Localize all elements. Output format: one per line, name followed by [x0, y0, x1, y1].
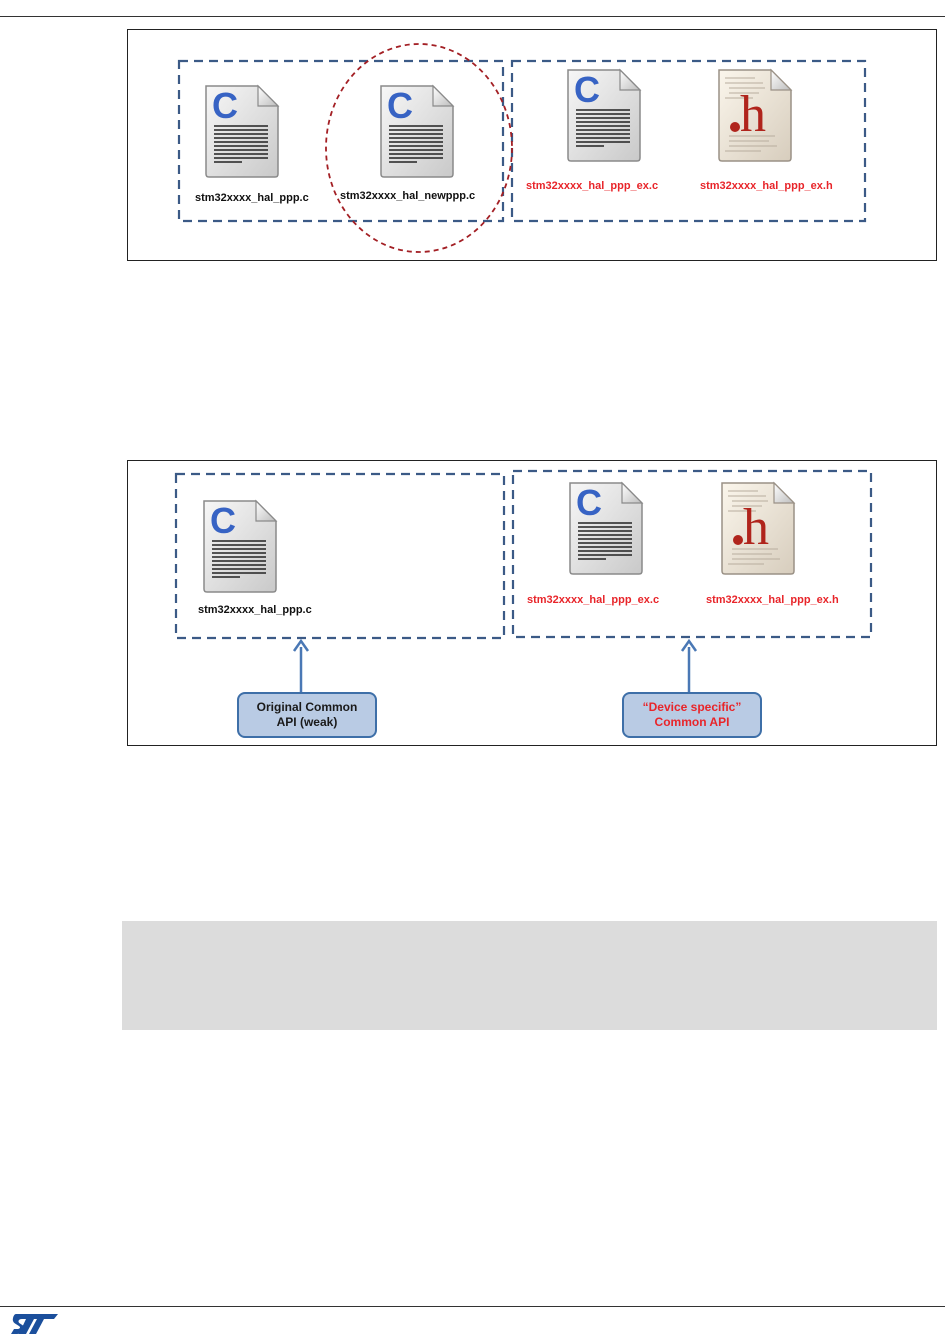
file-label: stm32xxxx_hal_ppp_ex.c [527, 594, 660, 606]
up-arrow-icon [680, 638, 698, 700]
c-source-file-icon [202, 84, 282, 179]
file-label: stm32xxxx_hal_newppp.c [340, 190, 476, 202]
file-label: stm32xxxx_hal_ppp.c [198, 604, 312, 616]
up-arrow-icon [292, 638, 310, 700]
file-label: stm32xxxx_hal_ppp_ex.h [706, 594, 839, 606]
file-label: stm32xxxx_hal_ppp.c [195, 192, 309, 204]
note-box [122, 921, 937, 1030]
original-common-api-callout: Original Common API (weak) [237, 692, 377, 738]
c-source-file-icon [566, 481, 646, 576]
callout-line: Original Common [256, 700, 358, 714]
figure-bottom-file-set: stm32xxxx_hal_ppp.c stm32xxxx_hal_ppp_ex… [127, 460, 937, 746]
device-specific-api-callout: “Device specific” Common API [622, 692, 762, 738]
st-logo-icon [10, 1313, 62, 1340]
file-label: stm32xxxx_hal_ppp_ex.c [526, 180, 659, 192]
c-source-file-icon [564, 68, 644, 163]
callout-line: API (weak) [276, 715, 338, 729]
figure-top-file-set: stm32xxxx_hal_ppp.c stm32xxxx_hal_newppp… [127, 29, 937, 261]
callout-line: “Device specific” [642, 700, 742, 714]
header-rule [0, 16, 945, 17]
c-source-file-icon [200, 499, 280, 594]
footer-rule [0, 1306, 945, 1307]
c-source-file-icon [377, 84, 457, 179]
h-header-file-icon [715, 68, 795, 163]
file-label: stm32xxxx_hal_ppp_ex.h [700, 180, 833, 192]
h-header-file-icon [718, 481, 798, 576]
callout-line: Common API [654, 715, 730, 729]
